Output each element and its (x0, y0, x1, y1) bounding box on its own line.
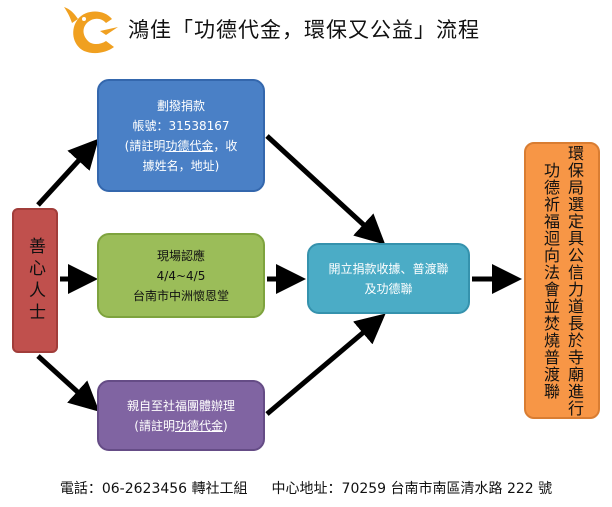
node-temple: 環保局選定具公信力道長於寺廟進行功德祈福迴向法會並焚燒普渡聯 (524, 142, 600, 419)
node-temple-text: 環保局選定具公信力道長於寺廟進行功德祈福迴向法會並焚燒普渡聯 (538, 144, 586, 417)
bird-letter-c-logo-icon (64, 7, 118, 54)
node-receipt: 開立捐款收據、普渡聯 及功德聯 (307, 243, 470, 314)
note-underlined: 功德代金 (165, 138, 214, 153)
node-transfer-line1: 劃撥捐款 (156, 98, 205, 113)
arrow-donor-to-transfer (36, 138, 99, 207)
node-donor: 善心人士 (12, 208, 58, 353)
node-inperson-line2: (請註明功德代金) (134, 416, 227, 436)
node-onsite-line2: 4/4~4/5 (156, 268, 206, 283)
note-suffix: ) (223, 418, 228, 433)
node-transfer-line4: 據姓名，地址) (142, 158, 220, 173)
node-onsite-line1: 現場認應 (156, 248, 205, 263)
node-transfer: 劃撥捐款 帳號：31538167 (請註明功德代金，收 據姓名，地址) (97, 79, 265, 192)
page-title: 鴻佳「功德代金，環保又公益」流程 (128, 18, 480, 42)
node-onsite: 現場認應 4/4~4/5 台南市中洲懷恩堂 (97, 233, 265, 318)
node-temple-col1: 環保局選定具公信力道長於寺廟進 (565, 144, 584, 400)
node-temple-col2: 行功德祈福迴向法會並焚燒普渡聯 (541, 161, 584, 417)
arrow-transfer-to-receipt (265, 134, 386, 245)
arrow-donor-to-inperson (36, 354, 100, 412)
note-prefix: (請註明 (134, 418, 175, 433)
footer-address: 中心地址：70259 台南市南區清水路 222 號 (271, 481, 553, 497)
node-receipt-line1: 開立捐款收據、普渡聯 (328, 261, 449, 276)
contact-footer: 電話：06-2623456 轉社工組 中心地址：70259 台南市南區清水路 22… (0, 478, 612, 498)
arrow-inperson-to-receipt (265, 313, 386, 416)
note-suffix: ，收 (213, 138, 238, 153)
node-receipt-line2: 及功德聯 (364, 281, 413, 296)
node-transfer-line3: (請註明功德代金，收 (125, 136, 238, 156)
node-inperson: 親自至社福團體辦理 (請註明功德代金) (97, 380, 265, 451)
note-prefix: (請註明 (124, 138, 166, 153)
node-transfer-line2: 帳號：31538167 (132, 118, 230, 133)
node-donor-text: 善心人士 (25, 236, 45, 325)
footer-phone: 電話：06-2623456 轉社工組 (59, 481, 248, 497)
node-onsite-line3: 台南市中洲懷恩堂 (132, 288, 229, 303)
node-inperson-line1: 親自至社福團體辦理 (126, 398, 235, 413)
note-underlined: 功德代金 (174, 418, 223, 433)
